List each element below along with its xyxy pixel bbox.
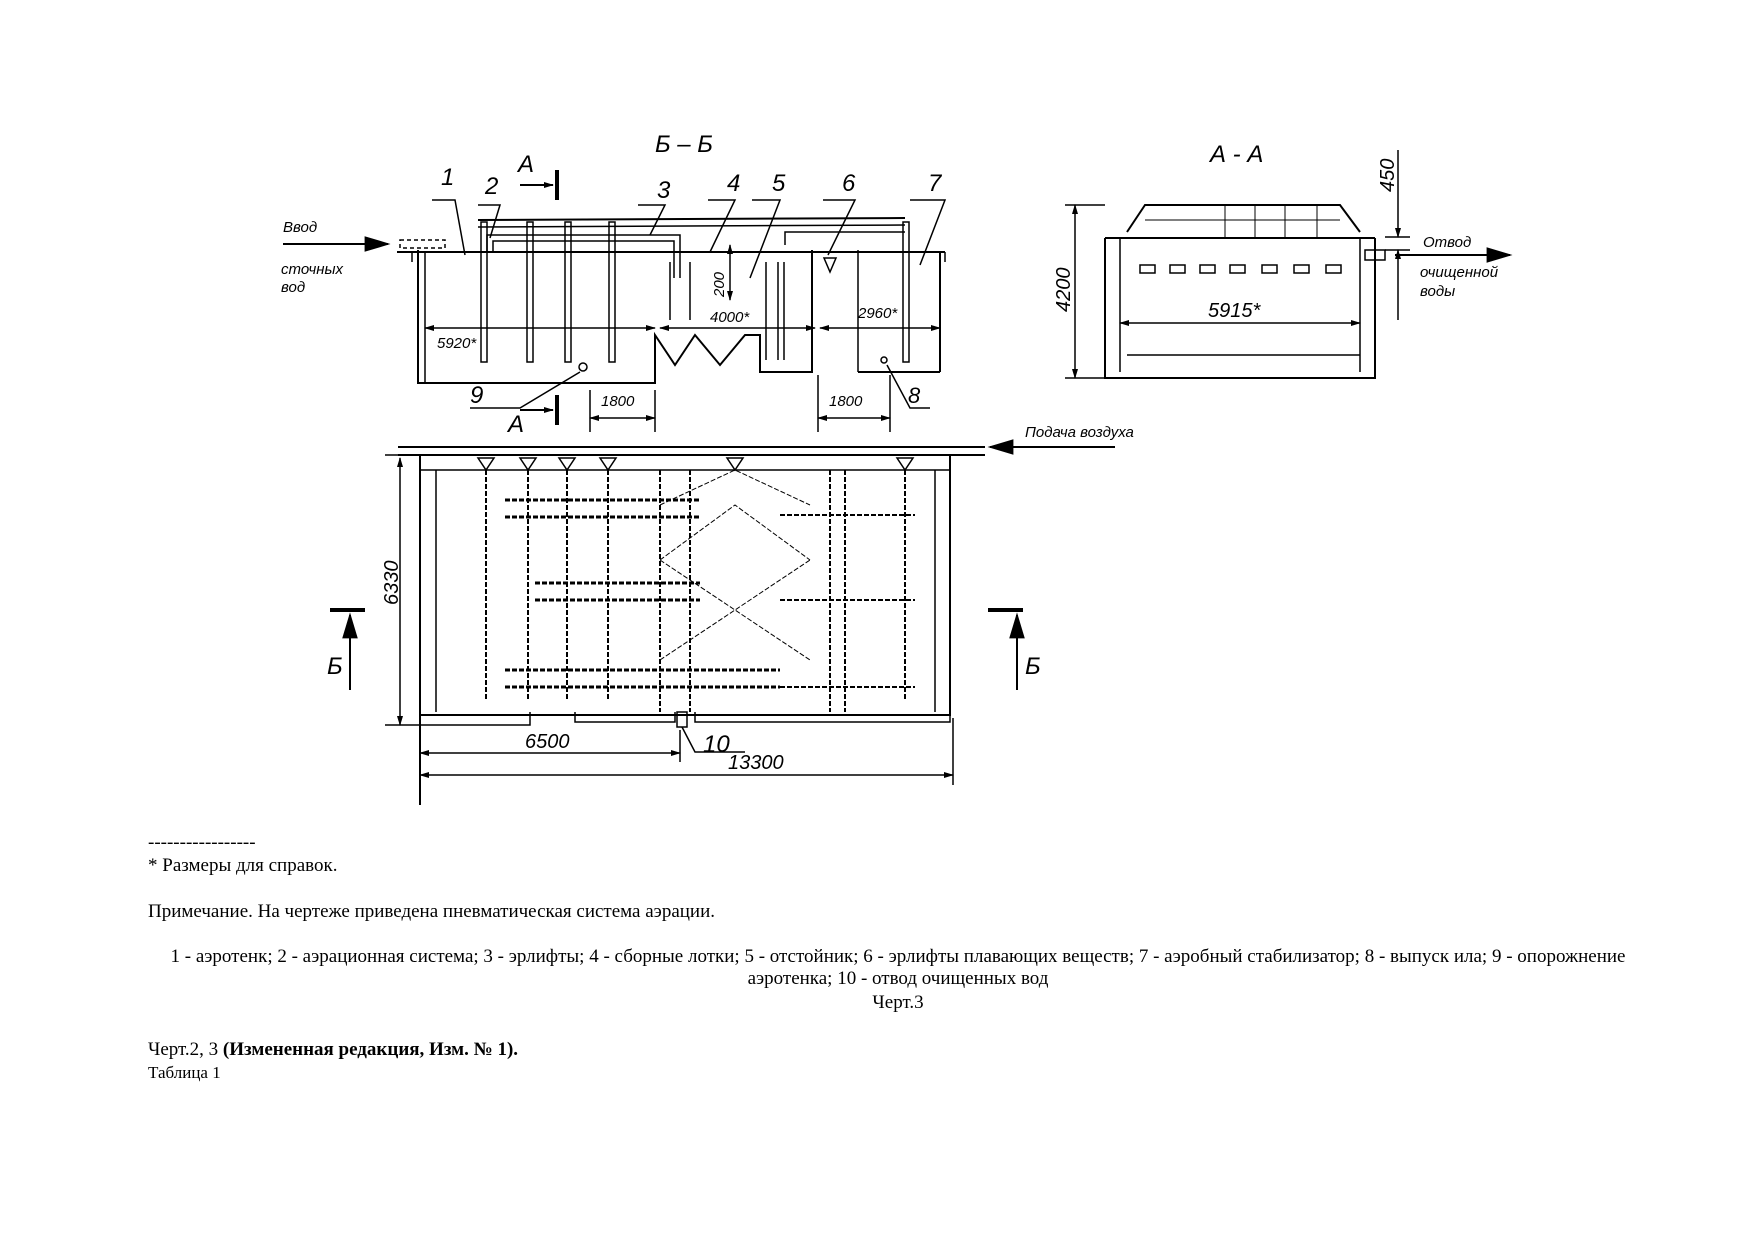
air-supply-label: Подача воздуха [1025, 424, 1134, 441]
section-mark-a-bottom: А [506, 411, 524, 438]
section-bb-title: Б – Б [655, 131, 713, 158]
aerator-risers [480, 221, 910, 363]
callout-1: 1 [441, 164, 454, 191]
callout-4: 4 [727, 170, 740, 197]
section-bb-view: Б – Б Ввод сточных вод [281, 131, 947, 438]
plan-tank-outline [419, 454, 951, 716]
callout-7: 7 [928, 170, 943, 197]
dim-450: 450 [1377, 159, 1399, 192]
amendment-prefix: Черт.2, 3 [148, 1039, 223, 1060]
dim-5920: 5920* [437, 335, 477, 352]
dim-200: 200 [711, 271, 728, 298]
amendment-bold: (Измененная редакция, Изм. № 1). [222, 1039, 519, 1060]
callout-2: 2 [484, 173, 498, 200]
footnote-rule: ----------------- [148, 832, 256, 853]
tank-outline [417, 250, 813, 384]
outlet-label-line2: очищенной [1420, 264, 1499, 281]
plan-aerator-grid [485, 469, 915, 712]
technical-drawing: Б – Б Ввод сточных вод [281, 131, 1513, 805]
callout-6: 6 [842, 170, 856, 197]
dim-1800-right: 1800 [829, 393, 863, 410]
outlet-label-line1: Отвод [1423, 234, 1471, 251]
inlet-label-line2: сточных [281, 261, 344, 278]
dim-1800-left: 1800 [601, 393, 635, 410]
section-mark-b-left: Б [327, 653, 343, 680]
dim-13300: 13300 [728, 752, 784, 774]
callout-10: 10 [703, 731, 730, 758]
amendment-note: Черт.2, 3 (Измененная редакция, Изм. № 1… [148, 1039, 518, 1061]
aerator-slots [1139, 264, 1342, 274]
footnote-reference-sizes: * Размеры для справок. [148, 855, 338, 876]
callout-9: 9 [470, 382, 483, 409]
inlet-label-line3: вод [281, 279, 305, 296]
callout-8: 8 [908, 383, 921, 408]
drawing-caption: Черт.3 [872, 992, 924, 1013]
dim-2960: 2960* [857, 305, 898, 322]
inlet-label-line1: Ввод [283, 219, 317, 236]
section-mark-b-right: Б [1025, 653, 1041, 680]
dim-4200: 4200 [1053, 268, 1075, 313]
drawing-legend: 1 - аэротенк; 2 - аэрационная система; 3… [170, 946, 1626, 989]
dim-6330: 6330 [381, 561, 403, 606]
dim-6500: 6500 [525, 731, 570, 753]
plan-view: Подача воздуха [327, 424, 1134, 805]
dim-5915: 5915* [1208, 300, 1261, 322]
drawing-note: Примечание. На чертеже приведена пневмат… [148, 901, 716, 922]
outlet-label-line3: воды [1420, 283, 1455, 300]
section-aa-title: А - А [1208, 141, 1263, 168]
section-aa-view: А - А 4200 5915* 450 Отвод очищенной вод… [1053, 141, 1513, 379]
callout-3: 3 [657, 177, 671, 204]
callout-5: 5 [772, 170, 786, 197]
dim-4000: 4000* [710, 309, 750, 326]
tank-cross-section [1104, 238, 1376, 379]
section-mark-a-top: А [516, 151, 534, 178]
plan-valves [476, 457, 915, 472]
table-label: Таблица 1 [148, 1063, 221, 1082]
